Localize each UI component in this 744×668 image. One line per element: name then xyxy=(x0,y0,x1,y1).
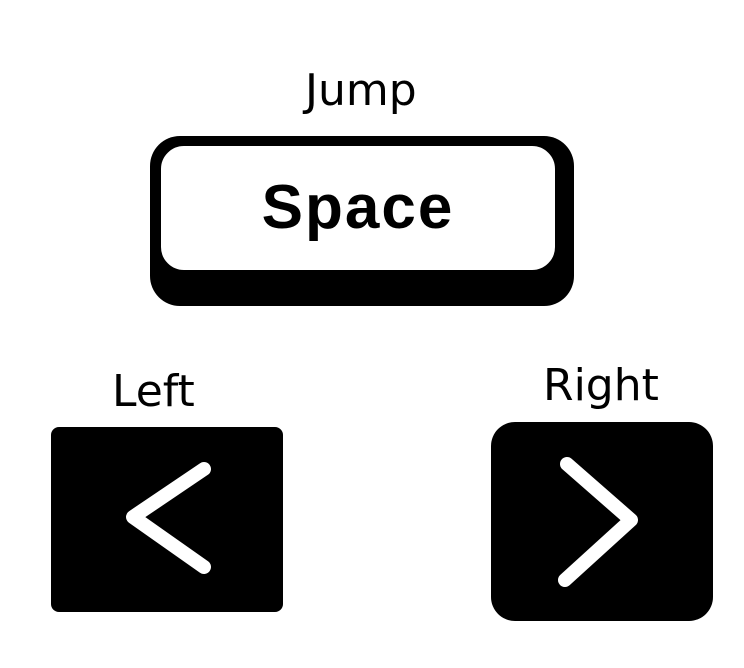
right-label: Right xyxy=(543,360,659,411)
chevron-left-icon xyxy=(126,462,211,574)
chevron-right-icon xyxy=(558,457,638,587)
space-key: Space xyxy=(156,141,560,275)
right-arrow-key xyxy=(491,422,713,621)
jump-label: Jump xyxy=(305,65,417,116)
left-label: Left xyxy=(112,366,195,417)
space-key-label: Space xyxy=(261,173,455,242)
left-arrow-key xyxy=(51,427,283,612)
